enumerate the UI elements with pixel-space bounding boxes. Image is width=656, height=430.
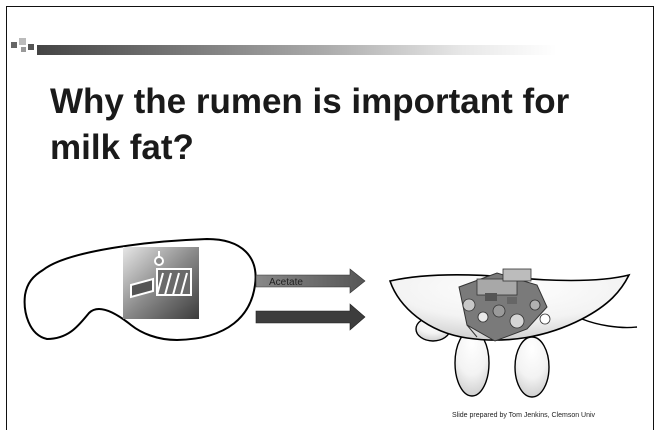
teat-center <box>515 337 549 397</box>
rumen-illustration: Acetate <box>7 7 653 430</box>
mammary-gland <box>390 269 637 397</box>
second-arrow <box>256 304 365 330</box>
slide-credit: Slide prepared by Tom Jenkins, Clemson U… <box>452 412 595 419</box>
slide: Why the rumen is important for milk fat? <box>6 6 654 430</box>
acetate-arrow: Acetate <box>256 269 365 293</box>
acetate-label: Acetate <box>269 277 303 288</box>
rumen-shape <box>25 239 256 340</box>
